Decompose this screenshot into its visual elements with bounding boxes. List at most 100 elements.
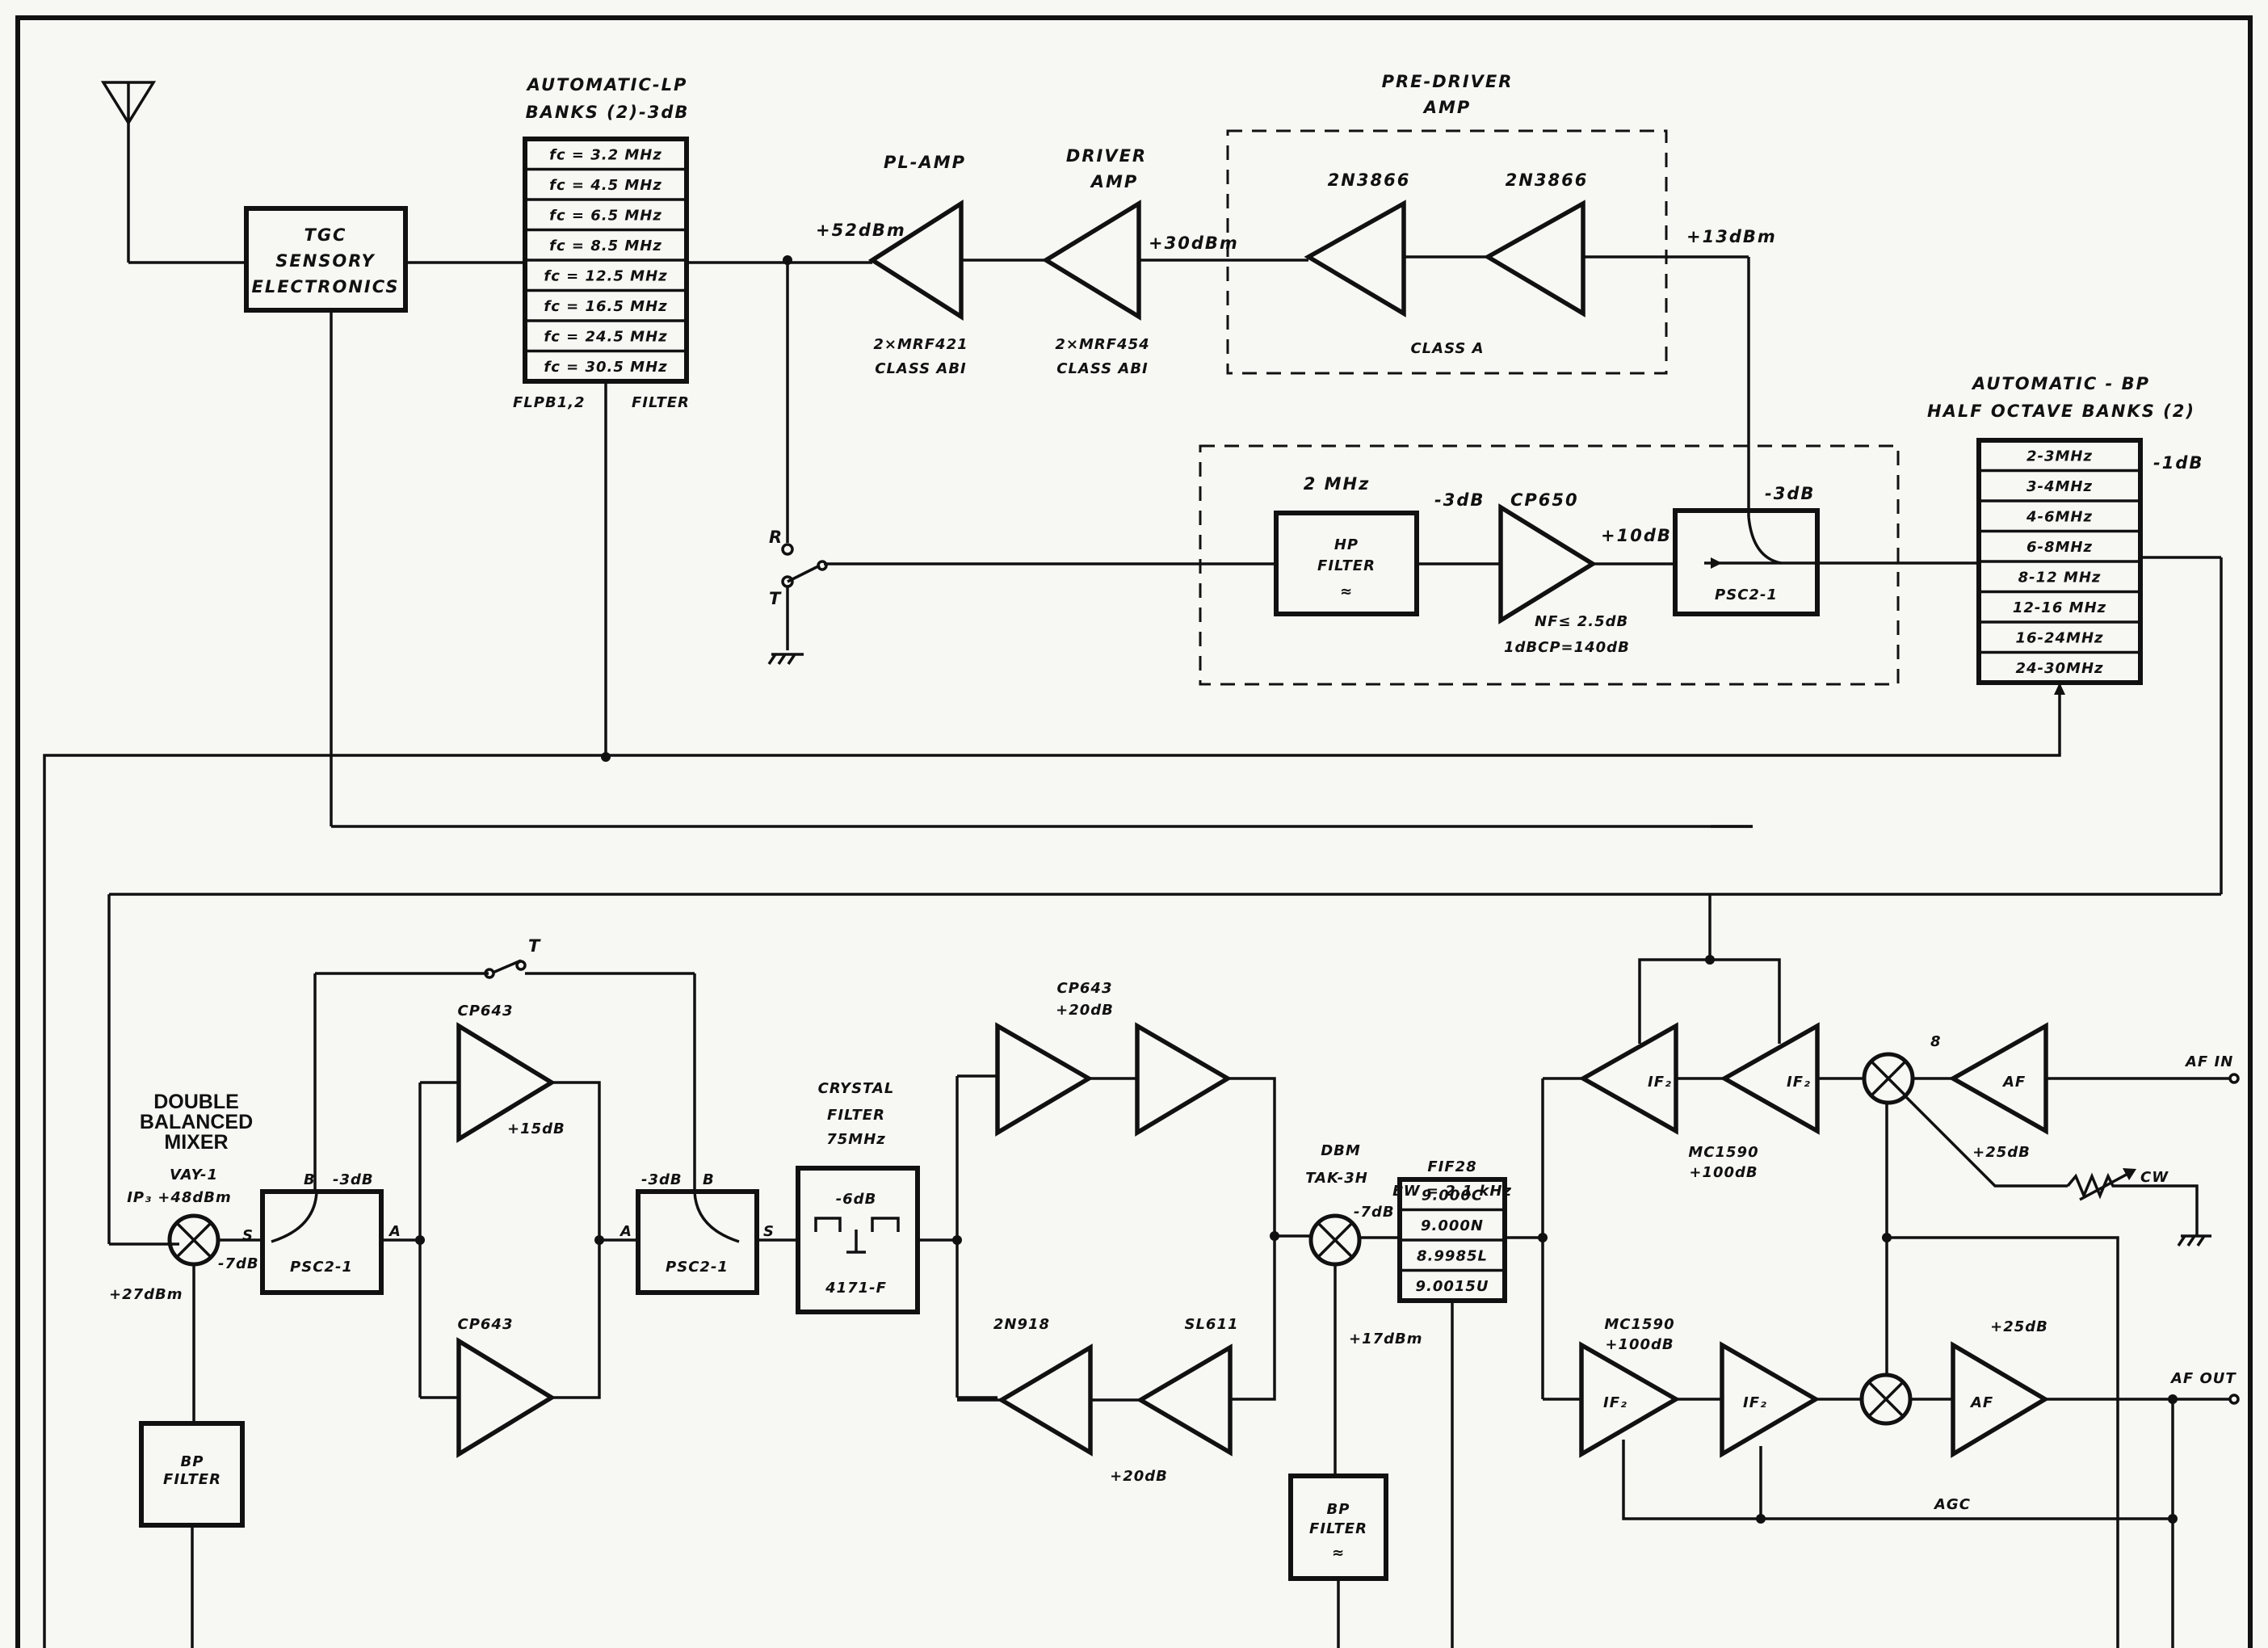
svg-text:FILTER: FILTER	[827, 1107, 885, 1124]
lp-bank-row: fc = 12.5 MHz	[544, 268, 667, 285]
antenna-icon	[100, 81, 157, 263]
svg-text:FIF28: FIF28	[1427, 1158, 1476, 1175]
svg-text:SL611: SL611	[1184, 1316, 1238, 1333]
svg-text:+15dB: +15dB	[507, 1120, 565, 1137]
svg-text:PSC2-1: PSC2-1	[1715, 586, 1778, 603]
svg-text:DBM: DBM	[1321, 1142, 1361, 1159]
svg-text:HP: HP	[1334, 536, 1359, 553]
lp-bank-row: fc = 16.5 MHz	[544, 298, 667, 315]
svg-text:S: S	[763, 1223, 775, 1240]
t-switch[interactable]: T	[484, 936, 541, 979]
bp-bank-row: 8-12 MHz	[2018, 570, 2102, 586]
svg-text:+52dBm: +52dBm	[816, 221, 906, 240]
svg-text:+13dBm: +13dBm	[1686, 227, 1777, 246]
fif-row: 9.000N	[1421, 1217, 1484, 1234]
bp-filter-2: BP FILTER ≈	[1288, 1474, 1388, 1581]
svg-text:T: T	[528, 936, 541, 956]
lp-bank-row: fc = 3.2 MHz	[549, 147, 662, 164]
svg-text:PSC2-1: PSC2-1	[290, 1259, 353, 1276]
pre-driver-amp: PRE-DRIVER AMP 2N3866 2N3866 CLASS A +13…	[1226, 72, 1777, 375]
bp-filter-1: BP FILTER	[139, 1421, 245, 1528]
driver-amp: DRIVER AMP +30dBm 2×MRF454 CLASS ABI	[1041, 146, 1239, 377]
svg-text:AUTOMATIC-LP: AUTOMATIC-LP	[526, 75, 688, 95]
svg-text:PSC2-1: PSC2-1	[666, 1259, 729, 1276]
svg-text:+10dB: +10dB	[1601, 526, 1672, 545]
svg-text:MIXER: MIXER	[164, 1131, 228, 1154]
double-balanced-mixer: DOUBLE BALANCED MIXER VAY-1 IP₃ +48dBm -…	[109, 1091, 259, 1303]
svg-text:+20dB: +20dB	[1110, 1468, 1168, 1485]
fif-row: 9.0015U	[1415, 1278, 1489, 1295]
svg-text:TAK-3H: TAK-3H	[1305, 1170, 1368, 1187]
bp-bank-row: 6-8MHz	[2026, 539, 2093, 556]
svg-text:+30dBm: +30dBm	[1149, 233, 1239, 253]
lp-filter-bank: AUTOMATIC-LP BANKS (2)-3dB fc = 3.2 MHzf…	[513, 75, 689, 411]
svg-text:B: B	[703, 1171, 715, 1188]
svg-text:CLASS A: CLASS A	[1410, 340, 1484, 357]
svg-text:-7dB: -7dB	[218, 1255, 259, 1272]
svg-text:AF: AF	[2001, 1074, 2026, 1091]
svg-text:IF₂: IF₂	[1743, 1394, 1767, 1411]
svg-text:CLASS ABI: CLASS ABI	[1056, 360, 1149, 377]
svg-text:PRE-DRIVER: PRE-DRIVER	[1382, 72, 1514, 91]
svg-text:1dBCP=140dB: 1dBCP=140dB	[1504, 639, 1630, 656]
bp-filter-bank: AUTOMATIC - BP HALF OCTAVE BANKS (2) 2-3…	[1927, 374, 2203, 685]
page-frame	[15, 15, 2253, 1648]
svg-text:CW: CW	[2140, 1169, 2169, 1186]
svg-text:HALF OCTAVE BANKS (2): HALF OCTAVE BANKS (2)	[1927, 401, 2195, 421]
if2-amp-top: IF₂ IF₂ MC1590 +100dB	[1578, 1022, 1820, 1181]
svg-text:AF: AF	[1969, 1394, 1993, 1411]
bp-bank-row: 12-16 MHz	[2013, 599, 2106, 616]
svg-text:+100dB: +100dB	[1605, 1336, 1674, 1353]
svg-text:+25dB: +25dB	[1972, 1144, 2031, 1161]
af-in-label: AF IN	[2184, 1053, 2233, 1070]
if-amp-bottom-chain: 2N918 SL611 +20dB	[993, 1316, 1238, 1485]
svg-text:8: 8	[1930, 1033, 1942, 1050]
af-amp-bottom: +25dB AF	[1951, 1318, 2050, 1458]
svg-text:VAY-1: VAY-1	[170, 1167, 218, 1183]
svg-text:+20dB: +20dB	[1056, 1002, 1114, 1019]
svg-text:-3dB: -3dB	[1434, 490, 1485, 510]
product-detector-bottom	[1859, 1373, 1913, 1426]
svg-text:FLPB1,2: FLPB1,2	[513, 394, 586, 411]
cw-input: CW	[1905, 1095, 2211, 1247]
svg-text:R: R	[769, 528, 783, 547]
svg-text:+100dB: +100dB	[1689, 1164, 1758, 1181]
cp643-amp-top: CP643 +15dB	[456, 1003, 565, 1143]
svg-text:DOUBLE: DOUBLE	[153, 1091, 239, 1113]
cp643-amp-bottom: CP643	[456, 1316, 556, 1458]
psc-combiner-b: PSC2-1 -3dB B A S	[619, 1171, 775, 1295]
psc-splitter-a: PSC2-1 B -3dB A	[260, 1171, 401, 1295]
lp-bank-row: fc = 24.5 MHz	[544, 329, 667, 346]
svg-text:SENSORY: SENSORY	[275, 251, 375, 271]
tgc-sensory-electronics: TGC SENSORY ELECTRONICS	[244, 206, 408, 313]
svg-text:MC1590: MC1590	[1688, 1144, 1758, 1161]
rx-front-end: 2 MHz HP FILTER ≈ -3dB CP650 +10dB NF≤ 2…	[1199, 444, 1900, 686]
svg-text:AUTOMATIC - BP: AUTOMATIC - BP	[1971, 374, 2150, 393]
svg-text:-3dB: -3dB	[333, 1171, 374, 1188]
svg-text:IP₃ +48dBm: IP₃ +48dBm	[127, 1189, 232, 1206]
svg-text:2×MRF454: 2×MRF454	[1055, 336, 1149, 353]
svg-text:4171-F: 4171-F	[825, 1280, 887, 1297]
bp-bank-row: 3-4MHz	[2026, 478, 2093, 495]
af-amp-top: 8 AF +25dB	[1930, 1022, 2048, 1161]
bp-bank-row: 4-6MHz	[2026, 509, 2093, 526]
svg-text:NF≤ 2.5dB: NF≤ 2.5dB	[1535, 613, 1628, 630]
fif-row: 9.000C	[1422, 1188, 1483, 1204]
svg-text:-1dB: -1dB	[2153, 453, 2203, 473]
tr-switch[interactable]: R T	[769, 528, 828, 650]
svg-text:-3dB: -3dB	[641, 1171, 682, 1188]
svg-text:2×MRF421: 2×MRF421	[873, 336, 968, 353]
svg-text:+25dB: +25dB	[1990, 1318, 2048, 1335]
svg-text:FILTER: FILTER	[1309, 1520, 1367, 1537]
svg-text:A: A	[619, 1223, 632, 1240]
lp-bank-row: fc = 8.5 MHz	[549, 238, 662, 254]
fif-filter-bank: FIF28 BW = 2.1 kHz 9.000C9.000N8.9985L9.…	[1392, 1158, 1511, 1303]
svg-text:ELECTRONICS: ELECTRONICS	[251, 277, 399, 296]
bp-bank-row: 24-30MHz	[2015, 660, 2103, 677]
svg-text:-3dB: -3dB	[1765, 484, 1815, 503]
svg-text:S: S	[242, 1227, 254, 1244]
svg-text:CRYSTAL: CRYSTAL	[818, 1080, 895, 1097]
svg-text:2N918: 2N918	[993, 1316, 1050, 1333]
svg-text:A: A	[388, 1223, 401, 1240]
